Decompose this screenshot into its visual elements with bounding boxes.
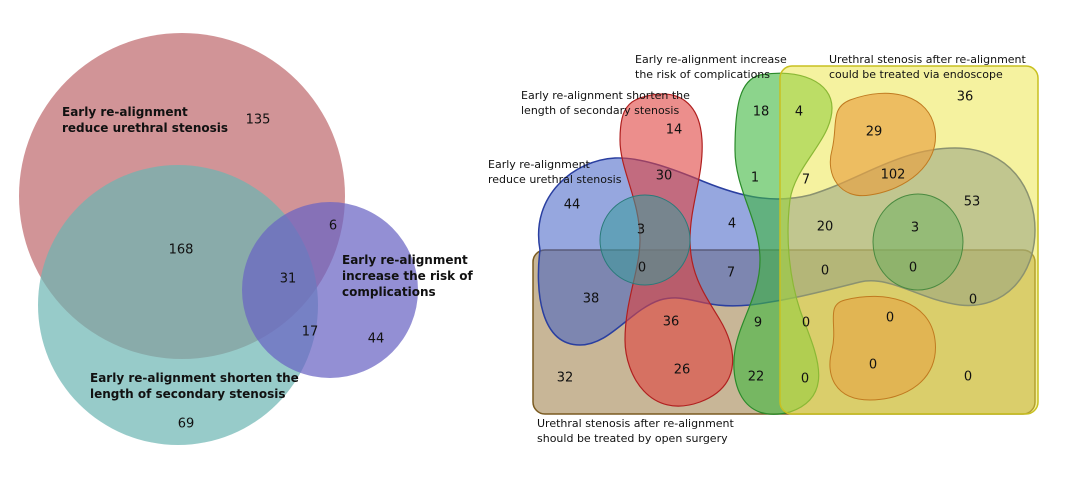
venn3-label-reduce: Early re-alignment reduce urethral steno… (62, 105, 228, 135)
venn5-region-shorten-endoscope-top (829, 92, 936, 197)
venn5-count: 0 (964, 370, 972, 385)
venn5-diagram: Early re-alignment increase the risk of … (488, 53, 1039, 445)
venn5-count: 0 (909, 261, 917, 276)
venn5-label-endoscope: Urethral stenosis after re-alignment cou… (829, 53, 1029, 81)
venn5-count: 14 (666, 123, 683, 138)
venn3-set-shorten (38, 165, 318, 445)
venn5-count: 4 (728, 217, 736, 232)
venn5-region-left-teal (599, 194, 691, 286)
venn5-count: 9 (754, 316, 762, 331)
venn5-count: 7 (727, 266, 735, 281)
venn5-count: 44 (564, 198, 581, 213)
venn5-label-complications: Early re-alignment increase the risk of … (635, 53, 790, 81)
venn5-count: 0 (638, 261, 646, 276)
venn5-count: 18 (753, 105, 770, 120)
venn5-count: 36 (957, 90, 974, 105)
venn5-count: 0 (821, 264, 829, 279)
venn5-region-shorten-endoscope-bottom (829, 295, 936, 401)
venn5-count: 30 (656, 169, 673, 184)
venn3-label-shorten: Early re-alignment shorten the length of… (90, 371, 303, 401)
venn5-count: 0 (801, 372, 809, 387)
venn5-count: 102 (881, 168, 906, 183)
venn5-count: 3 (637, 223, 645, 238)
venn5-label-open-surgery: Urethral stenosis after re-alignment sho… (537, 417, 737, 445)
venn3-count-reduce-complications: 6 (329, 219, 337, 234)
venn3-label-complications: Early re-alignment increase the risk of … (342, 253, 477, 299)
venn5-count: 0 (802, 316, 810, 331)
venn5-count: 32 (557, 371, 574, 386)
venn3-set-complications (242, 202, 418, 378)
venn5-count: 0 (969, 293, 977, 308)
venn5-count: 7 (802, 173, 810, 188)
venn3-count-reduce-shorten: 168 (169, 243, 194, 258)
venn5-count: 20 (817, 220, 834, 235)
venn5-count: 1 (751, 171, 759, 186)
venn5-count: 0 (869, 358, 877, 373)
venn5-label-shorten: Early re-alignment shorten the length of… (521, 89, 693, 117)
venn3-count-reduce-only: 135 (246, 113, 271, 128)
venn5-count: 36 (663, 315, 680, 330)
venn5-count: 22 (748, 370, 765, 385)
venn5-count: 0 (886, 311, 894, 326)
venn5-count: 29 (866, 125, 883, 140)
venn5-count: 53 (964, 195, 981, 210)
venn5-count: 3 (911, 221, 919, 236)
venn5-count: 38 (583, 292, 600, 307)
venn3-count-all-three: 31 (280, 272, 297, 287)
venn5-region-right-teal (872, 193, 964, 291)
venn3-count-complications-only: 44 (368, 332, 385, 347)
venn3-count-shorten-complications: 17 (302, 325, 319, 340)
venn5-count: 4 (795, 105, 803, 120)
venn3-count-shorten-only: 69 (178, 417, 195, 432)
venn5-count: 26 (674, 363, 691, 378)
venn3-diagram: Early re-alignment reduce urethral steno… (19, 33, 477, 445)
venn5-label-reduce: Early re-alignment reduce urethral steno… (488, 158, 622, 186)
